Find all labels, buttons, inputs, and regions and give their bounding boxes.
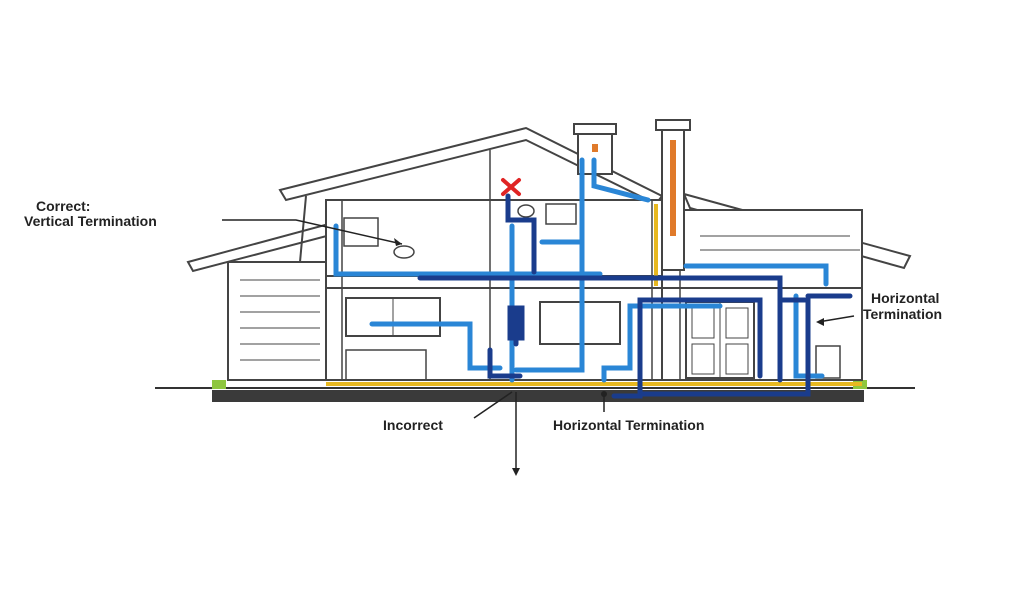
light-blue-pipes [333,157,829,383]
label-horizontal-right-1: Horizontal [871,290,940,306]
label-correct: Correct: [36,198,91,214]
dark-blue-pipes [417,193,853,399]
label-vertical-termination: Vertical Termination [24,213,157,229]
label-incorrect: Incorrect [383,417,443,433]
arrow-heads [394,238,824,476]
red-x-icon [501,178,521,196]
yellow-pipes [326,204,862,386]
label-horizontal-termination-bottom: Horizontal Termination [553,417,705,433]
house-outline [186,126,912,381]
label-horizontal-right-2: Termination [863,306,943,322]
